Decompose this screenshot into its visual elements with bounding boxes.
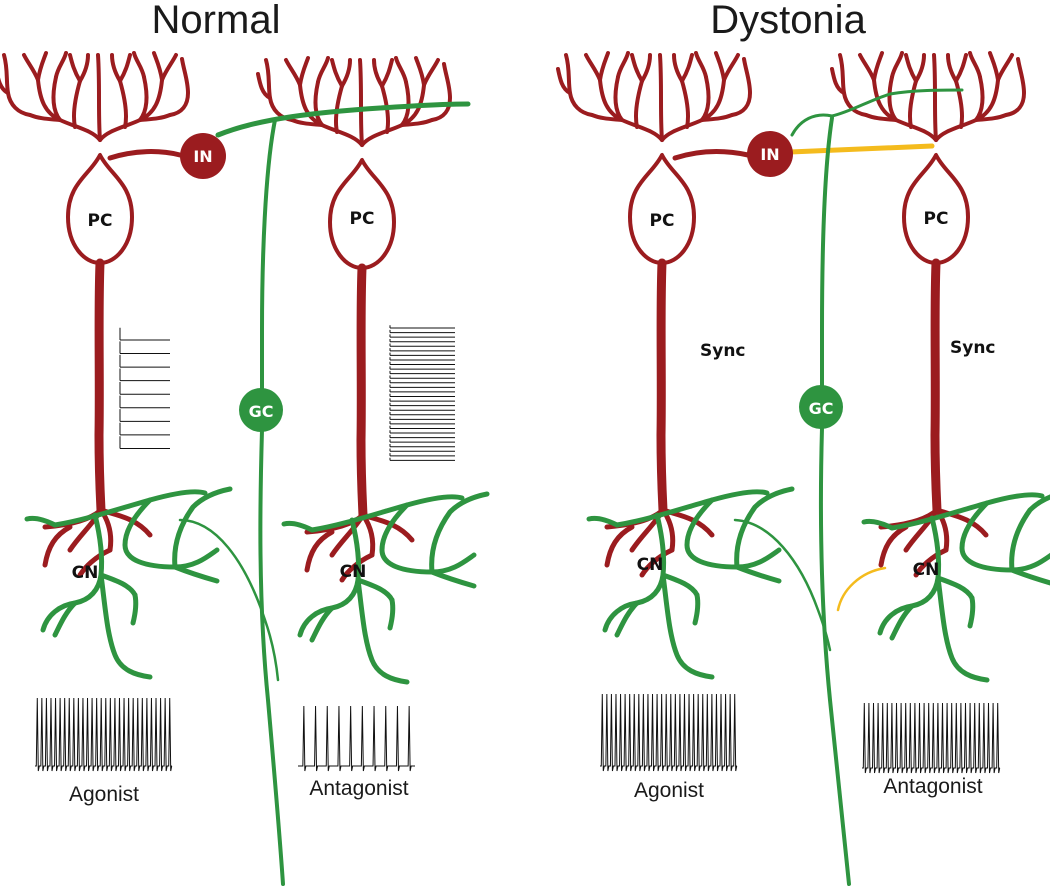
trace-sweep xyxy=(389,430,455,434)
trace-sweep xyxy=(389,453,455,457)
trace-sweep xyxy=(389,380,455,384)
trace-sweep xyxy=(389,325,455,329)
dystonia-gc-label: GC xyxy=(809,399,834,418)
trace-sweep xyxy=(389,448,455,452)
trace-sweep xyxy=(119,327,170,341)
dystonia-sync-left: Sync xyxy=(700,341,746,361)
dystonia-pc-left: PC xyxy=(556,51,752,575)
trace-sweep xyxy=(119,409,170,422)
trace-sweep xyxy=(119,395,170,409)
trace-sweep xyxy=(389,352,455,356)
dystonia-title: Dystonia xyxy=(710,0,866,42)
normal-gc-label: GC xyxy=(249,402,274,421)
normal-interneuron: IN xyxy=(180,133,226,179)
dystonia-mossy-collateral xyxy=(733,518,832,652)
dystonia-pc-right-label: PC xyxy=(924,209,949,229)
normal-title: Normal xyxy=(152,0,281,42)
trace-sweep xyxy=(389,412,455,416)
trace-sweep xyxy=(389,457,455,461)
trace-sweep xyxy=(389,425,455,429)
normal-pc-right-label: PC xyxy=(350,209,375,229)
normal-in-label: IN xyxy=(193,147,212,166)
trace-sweep xyxy=(389,338,455,343)
dystonia-cn-right: CN xyxy=(864,492,1050,680)
spike-train xyxy=(35,697,173,772)
dystonia-gc-descending xyxy=(818,426,851,886)
dystonia-cn-left-label: CN xyxy=(637,555,664,575)
normal-cn-right-label: CN xyxy=(340,562,367,582)
trace-sweep xyxy=(389,384,455,388)
trace-sweep xyxy=(389,443,455,448)
dystonia-aberrant-cn-connection xyxy=(836,566,887,612)
normal-pc-left-label: PC xyxy=(88,211,113,231)
normal-pc-right-trace xyxy=(389,325,455,461)
trace-sweep xyxy=(119,354,170,368)
dystonia-antagonist-caption: Antagonist xyxy=(883,775,982,798)
trace-sweep xyxy=(119,436,170,449)
normal-pc-left-trace xyxy=(119,327,170,449)
trace-sweep xyxy=(389,439,455,443)
dystonia-aberrant-in-connection xyxy=(787,143,935,155)
trace-sweep xyxy=(389,357,455,361)
dystonia-in-axon xyxy=(672,149,751,161)
normal-antagonist-trace xyxy=(298,705,415,772)
trace-sweep xyxy=(389,421,455,425)
trace-sweep xyxy=(119,368,170,382)
dystonia-cn-left: CN xyxy=(589,489,792,677)
spike-train xyxy=(298,705,415,772)
trace-sweep xyxy=(389,361,455,366)
normal-granule-cell: GC xyxy=(239,388,283,432)
trace-sweep xyxy=(389,434,455,439)
dystonia-granule-cell: GC xyxy=(799,385,843,429)
dystonia-agonist-trace xyxy=(600,693,738,772)
normal-mossy-collateral xyxy=(178,518,280,682)
normal-pc-right: PC xyxy=(256,56,452,580)
dystonia-pc-right: PC xyxy=(830,51,1026,575)
normal-agonist-caption: Agonist xyxy=(69,783,139,806)
dystonia-panel: Dystonia PC PC Sync Sync IN GC xyxy=(556,0,1050,886)
normal-gc-ascending-axon xyxy=(260,118,277,392)
trace-sweep xyxy=(389,375,455,379)
normal-cn-left-label: CN xyxy=(72,563,99,583)
trace-sweep xyxy=(389,348,455,352)
trace-sweep xyxy=(389,407,455,411)
trace-sweep xyxy=(119,341,170,355)
dystonia-agonist-caption: Agonist xyxy=(634,779,704,802)
dystonia-gc-ascending-axon xyxy=(819,116,834,390)
dystonia-antagonist-trace xyxy=(862,702,1001,774)
normal-cn-left: CN xyxy=(27,489,230,677)
normal-panel: Normal PC PC IN GC CN xyxy=(0,0,487,886)
normal-parallel-fiber xyxy=(215,101,471,138)
dystonia-interneuron: IN xyxy=(747,131,793,177)
normal-gc-descending xyxy=(258,428,285,886)
normal-in-axon xyxy=(107,149,183,161)
trace-sweep xyxy=(389,329,455,334)
normal-antagonist-caption: Antagonist xyxy=(309,777,408,800)
trace-sweep xyxy=(389,389,455,393)
trace-sweep xyxy=(119,382,170,395)
trace-sweep xyxy=(389,334,455,338)
spike-train xyxy=(862,702,1001,774)
trace-sweep xyxy=(389,416,455,420)
trace-sweep xyxy=(389,393,455,397)
dystonia-cn-right-label: CN xyxy=(913,560,940,580)
normal-pc-left: PC xyxy=(0,51,190,575)
normal-agonist-trace xyxy=(35,697,173,772)
trace-sweep xyxy=(119,422,170,436)
dystonia-parallel-fiber xyxy=(790,88,964,137)
dystonia-in-label: IN xyxy=(760,145,779,164)
trace-sweep xyxy=(389,398,455,402)
trace-sweep xyxy=(389,366,455,370)
trace-sweep xyxy=(389,402,455,407)
dystonia-pc-left-label: PC xyxy=(650,211,675,231)
spike-train xyxy=(600,693,738,772)
normal-cn-right: CN xyxy=(284,494,487,682)
trace-sweep xyxy=(389,370,455,375)
dystonia-sync-right: Sync xyxy=(950,338,996,358)
trace-sweep xyxy=(389,343,455,347)
